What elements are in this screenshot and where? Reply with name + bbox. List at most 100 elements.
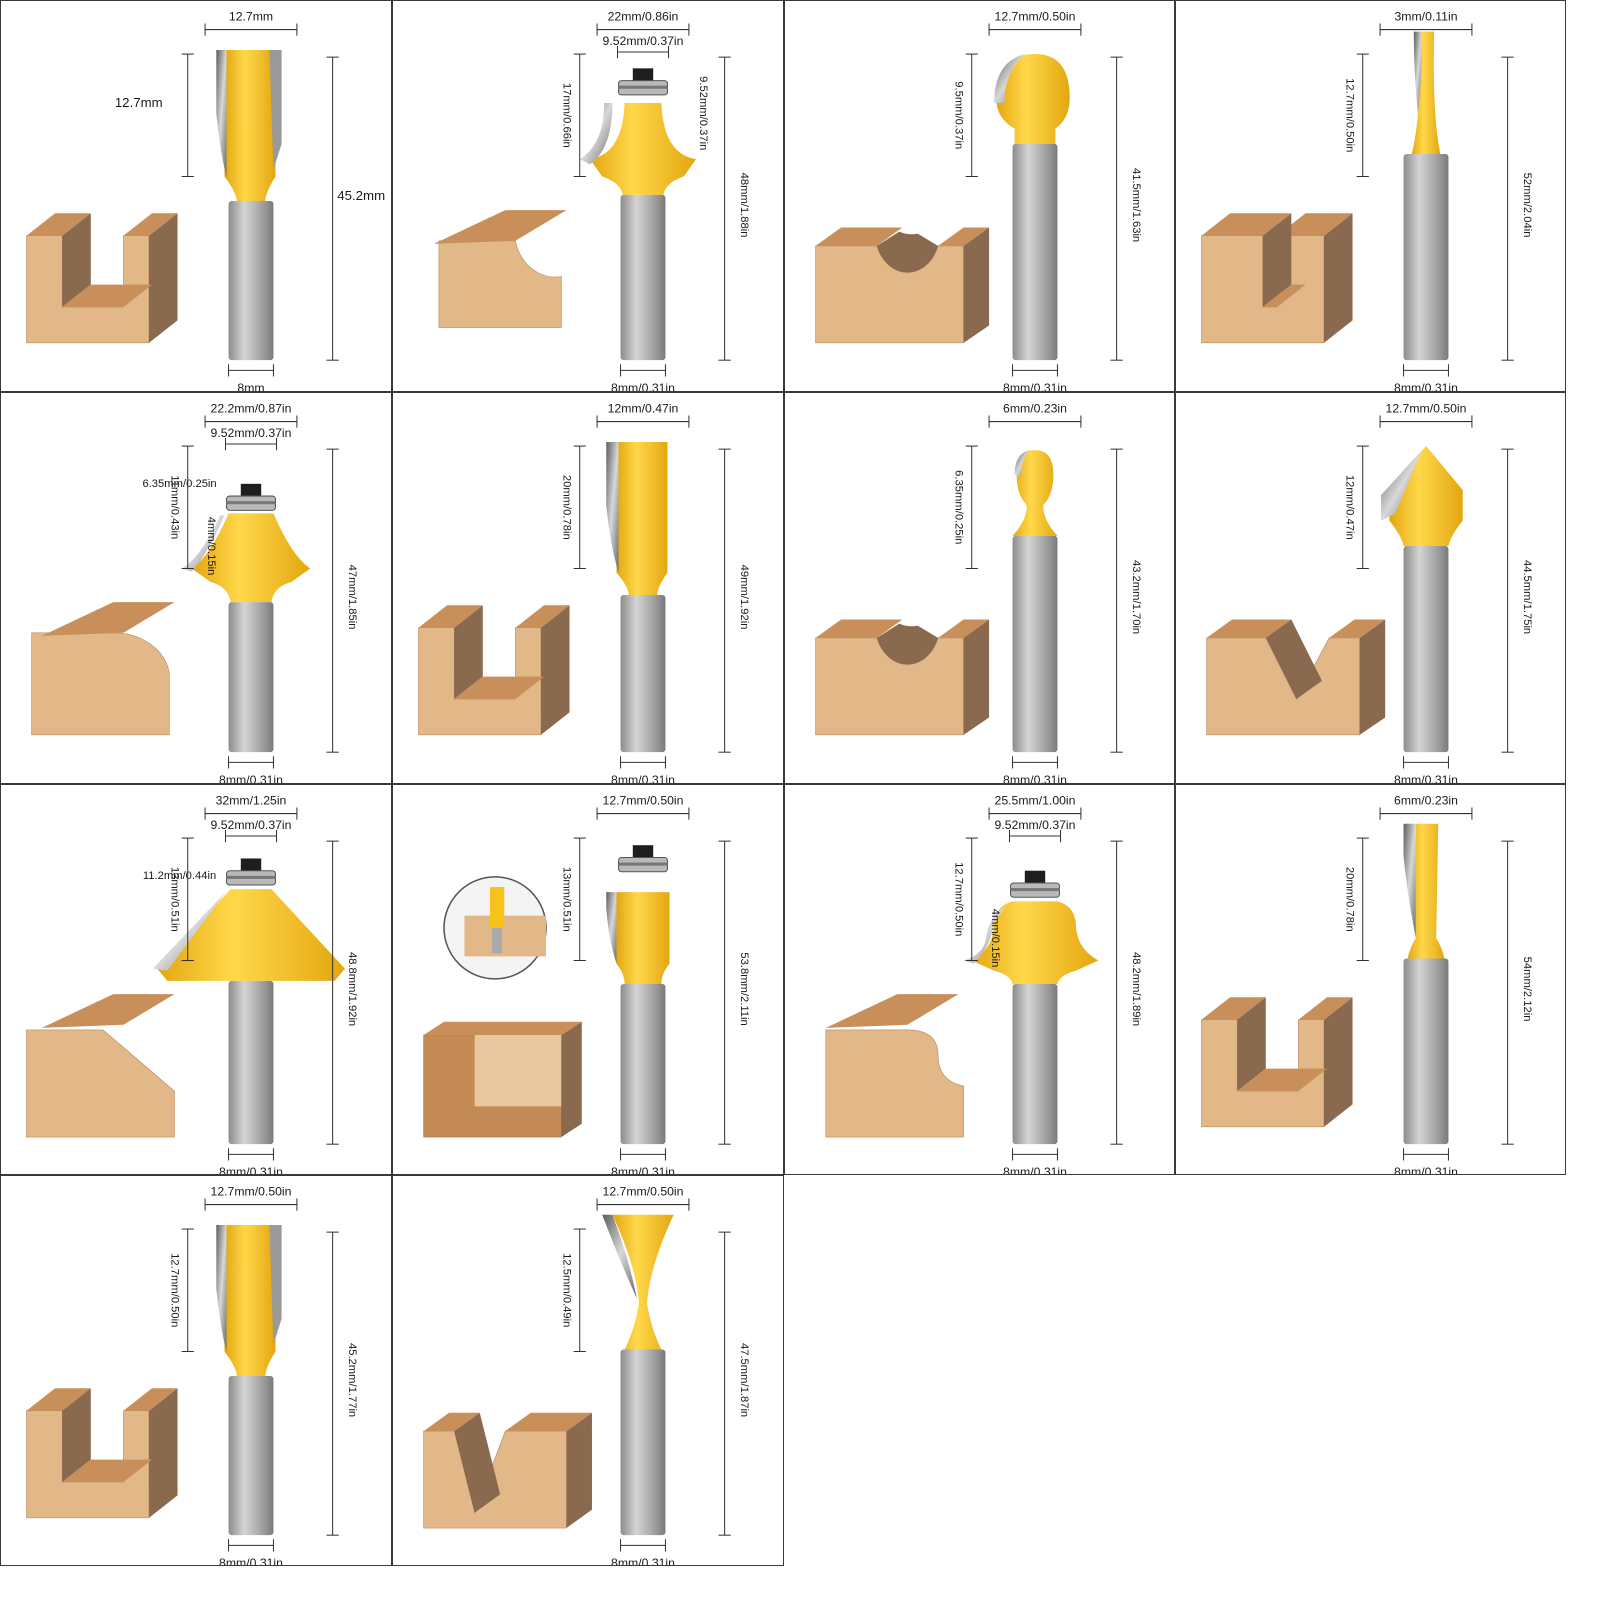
bearing-icon bbox=[618, 845, 668, 873]
label-cutting-diameter: 32mm/1.25in bbox=[216, 793, 287, 807]
router-bit-illustration: 12mm/0.47in20mm/0.78in49mm/1.92in8mm/0.3… bbox=[418, 401, 750, 783]
label-overall-length: 54mm/2.12in bbox=[1521, 957, 1533, 1022]
label-overall-length: 48.8mm/1.92in bbox=[346, 952, 358, 1026]
label-shank-diameter: 8mm/0.31in bbox=[219, 773, 283, 784]
bearing-icon bbox=[226, 858, 276, 886]
bearing-icon bbox=[1010, 870, 1060, 898]
dim-cutting-length bbox=[181, 53, 194, 178]
router-bit-illustration: 6mm/0.23in20mm/0.78in54mm/2.12in8mm/0.31… bbox=[1201, 793, 1533, 1175]
dim-cutting-diameter bbox=[204, 23, 298, 36]
label-bearing-diameter: 9.52mm/0.37in bbox=[995, 818, 1076, 832]
router-bit-illustration: 25.5mm/1.00in9.52mm/0.37in12.7mm/0.50in4… bbox=[825, 793, 1142, 1175]
dim-shank-diameter bbox=[1403, 1148, 1449, 1161]
bit-shank bbox=[1012, 983, 1058, 1145]
label-overall-length: 45.2mm bbox=[337, 188, 385, 203]
router-bit-illustration: 6mm/0.23in6.35mm/0.25in43.2mm/1.70in8mm/… bbox=[815, 401, 1142, 783]
wood-sample-block bbox=[423, 1412, 592, 1529]
cutter-head bbox=[606, 441, 668, 596]
bearing-icon bbox=[226, 483, 276, 511]
label-bearing-diameter: 9.52mm/0.37in bbox=[211, 426, 292, 440]
label-cutting-length: 20mm/0.78in bbox=[560, 475, 572, 540]
dim-overall-length bbox=[1501, 448, 1514, 753]
dim-shank-diameter bbox=[228, 1539, 274, 1552]
label-cutting-diameter: 12.7mm/0.50in bbox=[603, 1184, 684, 1198]
dim-cutting-length bbox=[181, 837, 194, 962]
dim-cutting-length bbox=[573, 837, 586, 962]
dim-cutting-length bbox=[965, 53, 978, 178]
label-shank-diameter: 8mm/0.31in bbox=[1394, 773, 1458, 784]
dim-cutting-diameter bbox=[1379, 807, 1473, 820]
bit-shank bbox=[620, 983, 666, 1145]
label-cutting-length: 12.5mm/0.49in bbox=[560, 1253, 572, 1327]
dim-cutting-length bbox=[965, 837, 978, 962]
dim-cutting-diameter bbox=[988, 23, 1082, 36]
router-bit-illustration: 12.7mm/0.50in13mm/0.51in53.8mm/2.11in8mm… bbox=[423, 793, 750, 1174]
dim-cutting-length bbox=[573, 1228, 586, 1353]
dim-cutting-length bbox=[1356, 837, 1369, 962]
label-cutting-diameter: 6mm/0.23in bbox=[1003, 401, 1067, 415]
label-cutting-diameter: 12.7mm/0.50in bbox=[211, 1184, 292, 1198]
router-bit-illustration: 22.2mm/0.87in9.52mm/0.37in6.35mm/0.25in1… bbox=[31, 401, 358, 784]
label-shank-diameter: 8mm/0.31in bbox=[611, 381, 675, 392]
dim-overall-length bbox=[1501, 840, 1514, 1145]
router-bit-illustration: 12.7mm/0.50in12.7mm/0.50in45.2mm/1.77in8… bbox=[26, 1184, 358, 1566]
label-shank-diameter: 8mm/0.31in bbox=[219, 1556, 283, 1566]
dim-shank-diameter bbox=[228, 364, 274, 377]
dim-overall-length bbox=[1501, 56, 1514, 361]
label-cutting-diameter: 22.2mm/0.87in bbox=[211, 401, 292, 415]
cutter-head bbox=[1012, 450, 1058, 536]
wood-sample-block bbox=[1206, 619, 1386, 736]
dim-overall-length bbox=[718, 56, 731, 361]
dim-shank-diameter bbox=[1012, 1148, 1058, 1161]
dim-cutting-diameter bbox=[596, 807, 690, 820]
dim-bearing-diameter bbox=[224, 437, 278, 451]
wood-sample-block bbox=[26, 1388, 178, 1519]
label-cutting-diameter: 12.7mm bbox=[229, 9, 273, 23]
dim-shank-diameter bbox=[620, 1539, 666, 1552]
label-overall-length: 45.2mm/1.77in bbox=[346, 1343, 358, 1417]
cutter-head bbox=[602, 1214, 674, 1350]
label-cutting-length: 13mm/0.51in bbox=[168, 867, 180, 932]
label-cutting-diameter: 12.7mm/0.50in bbox=[995, 9, 1076, 23]
label-overall-length: 47mm/1.85in bbox=[346, 565, 358, 630]
wood-sample-block bbox=[26, 213, 178, 344]
label-cutting-diameter: 12.7mm/0.50in bbox=[1386, 401, 1467, 415]
dim-cutting-length bbox=[1356, 53, 1369, 178]
wood-sample-block bbox=[31, 602, 175, 736]
dim-overall-length bbox=[326, 1231, 339, 1536]
label-shank-diameter: 8mm/0.31in bbox=[611, 1556, 675, 1566]
label-cutting-diameter: 3mm/0.11in bbox=[1394, 9, 1457, 23]
dim-shank-diameter bbox=[1403, 756, 1449, 769]
dim-cutting-diameter bbox=[596, 23, 690, 36]
bit-shank bbox=[1012, 143, 1058, 361]
wood-sample-block bbox=[433, 210, 567, 328]
cutter-head bbox=[153, 889, 345, 981]
cutter-head bbox=[1403, 823, 1445, 959]
label-cutting-length: 12.7mm/0.50in bbox=[952, 862, 964, 936]
cutter-head bbox=[606, 892, 670, 984]
wood-sample-block bbox=[26, 994, 175, 1138]
label-shank-diameter: 8mm/0.31in bbox=[1394, 1165, 1458, 1175]
bit-shank bbox=[1403, 154, 1449, 361]
dim-cutting-length bbox=[1356, 445, 1369, 570]
dim-cutting-diameter bbox=[1379, 23, 1473, 36]
label-shank-diameter: 8mm/0.31in bbox=[219, 1165, 283, 1175]
label-cutting-diameter: 25.5mm/1.00in bbox=[995, 793, 1076, 807]
wood-sample-block bbox=[815, 227, 990, 344]
bit-shank bbox=[228, 201, 274, 361]
label-shank-diameter: 8mm/0.31in bbox=[1003, 1165, 1067, 1175]
dim-cutting-length bbox=[573, 53, 586, 178]
label-cutting-length: 6.35mm/0.25in bbox=[952, 470, 964, 544]
dim-overall-length bbox=[326, 448, 339, 753]
label-shank-diameter: 8mm/0.31in bbox=[1003, 381, 1067, 392]
label-profile-radius: 4mm/0.15in bbox=[205, 517, 217, 576]
